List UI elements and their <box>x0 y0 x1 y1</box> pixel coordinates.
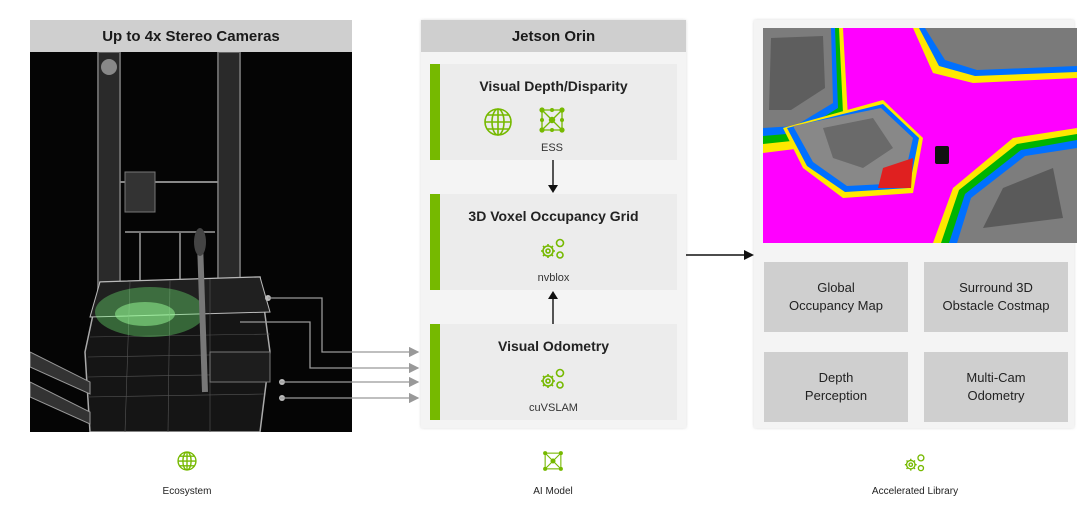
legend-label-ai-model: AI Model <box>533 486 573 497</box>
accent-bar <box>430 324 440 420</box>
output-multi-cam-odometry: Multi-Cam Odometry <box>924 352 1068 422</box>
gears-icon <box>902 452 928 474</box>
step-title: 3D Voxel Occupancy Grid <box>468 208 639 224</box>
forklift-illustration <box>30 52 285 432</box>
output-surround-obstacle-costmap: Surround 3D Obstacle Costmap <box>924 262 1068 332</box>
step-voxel-grid: 3D Voxel Occupancy Grid nvblox <box>430 194 677 290</box>
globe-icon <box>482 106 514 138</box>
step-model-label: ESS <box>540 142 563 154</box>
step-visual-depth: Visual Depth/Disparity <box>430 64 677 160</box>
legend-label-accelerated-library: Accelerated Library <box>871 486 959 497</box>
neural-network-icon <box>538 106 566 134</box>
arrow-right <box>686 250 754 260</box>
step-title: Visual Odometry <box>497 338 609 354</box>
accent-bar <box>430 64 440 160</box>
jetson-panel-title: Jetson Orin <box>511 27 596 45</box>
output-depth-perception: Depth Perception <box>764 352 908 422</box>
globe-icon <box>176 450 198 472</box>
gears-icon <box>538 236 568 262</box>
step-title: Visual Depth/Disparity <box>479 78 628 94</box>
step-model-label: nvblox <box>537 272 570 284</box>
step-visual-odometry: Visual Odometry cuVSLAM <box>430 324 677 420</box>
legend-label-ecosystem: Ecosystem <box>162 486 212 497</box>
neural-network-icon <box>542 450 564 472</box>
step-model-label: cuVSLAM <box>529 402 578 414</box>
gears-icon <box>538 366 568 392</box>
cameras-panel-title: Up to 4x Stereo Cameras <box>102 27 280 45</box>
costmap-image <box>763 28 1077 243</box>
forklift-image <box>30 52 352 432</box>
arrow-down <box>548 160 558 193</box>
accent-bar <box>430 194 440 290</box>
camera-connectors <box>240 297 420 404</box>
jetson-panel-header: Jetson Orin <box>421 20 686 52</box>
cameras-panel-header: Up to 4x Stereo Cameras <box>30 20 352 52</box>
output-global-occupancy-map: Global Occupancy Map <box>764 262 908 332</box>
arrow-up <box>548 291 558 324</box>
